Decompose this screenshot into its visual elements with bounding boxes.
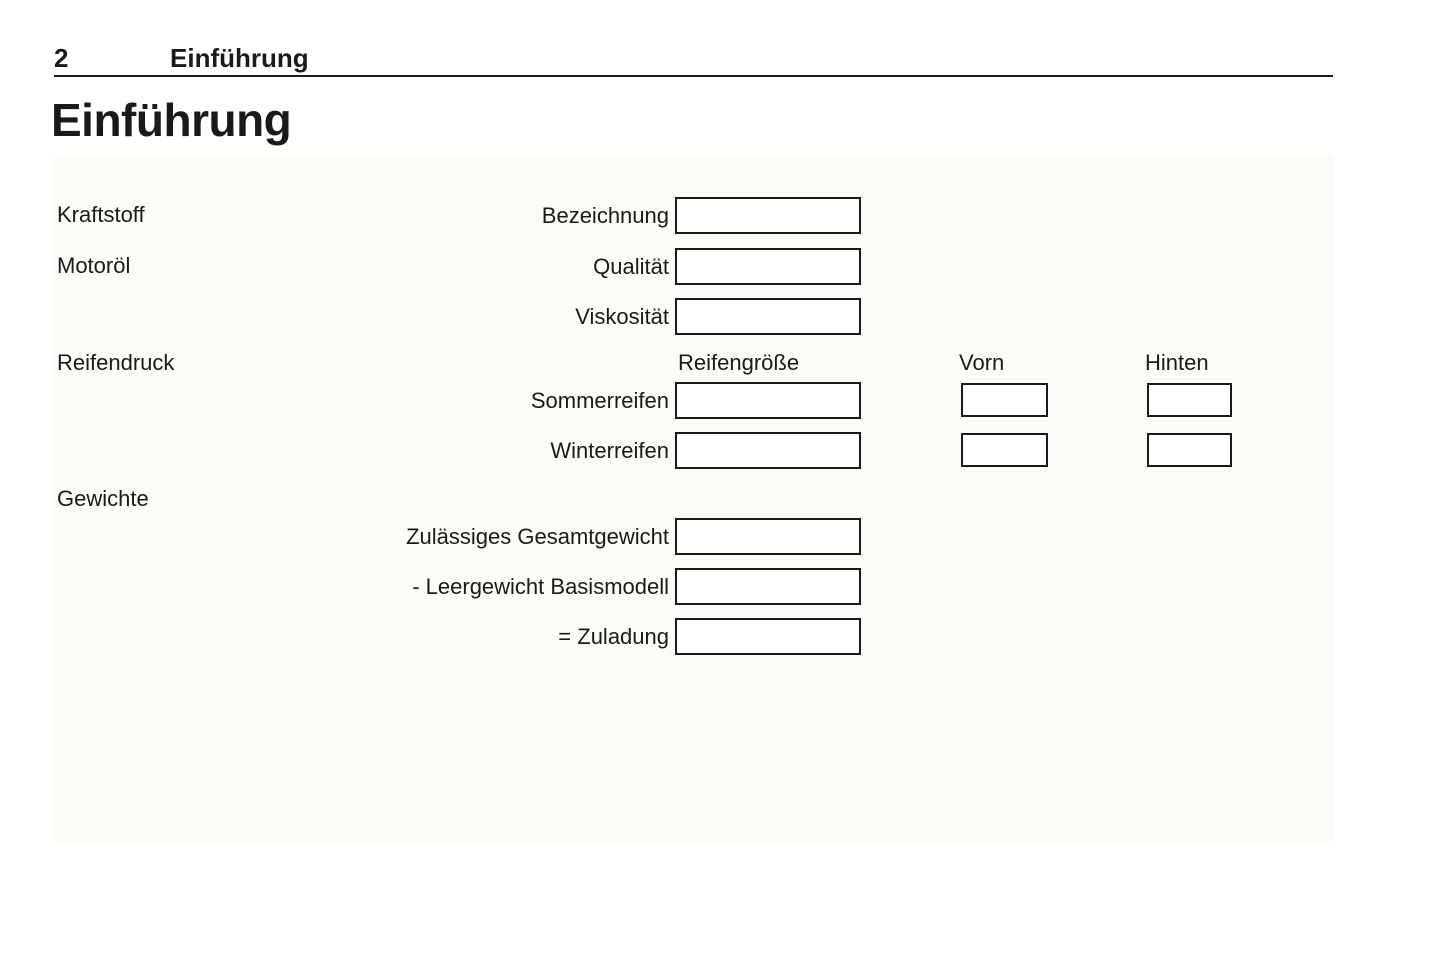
column-header-hinten: Hinten: [1145, 350, 1209, 375]
field-label-leergewicht: - Leergewicht Basismodell: [412, 574, 669, 599]
winterreifen-groesse-input[interactable]: [675, 432, 861, 469]
bezeichnung-input[interactable]: [675, 197, 861, 234]
column-header-reifengroesse: Reifengröße: [678, 350, 800, 375]
sommerreifen-hinten-input[interactable]: [1147, 383, 1232, 417]
winterreifen-vorn-input[interactable]: [961, 433, 1048, 467]
qualitaet-input[interactable]: [675, 248, 861, 285]
winterreifen-hinten-input[interactable]: [1147, 433, 1232, 467]
page-number: 2: [54, 43, 69, 73]
field-label-zuladung: = Zuladung: [558, 624, 669, 649]
zuladung-input[interactable]: [675, 618, 861, 655]
header-rule: [54, 75, 1333, 77]
field-label-winterreifen: Winterreifen: [550, 438, 669, 463]
section-label-gewichte: Gewichte: [57, 486, 149, 511]
field-label-bezeichnung: Bezeichnung: [541, 203, 669, 228]
gesamtgewicht-input[interactable]: [675, 518, 861, 555]
field-label-sommerreifen: Sommerreifen: [530, 388, 669, 413]
sommerreifen-groesse-input[interactable]: [675, 382, 861, 419]
chapter-header: Einführung: [170, 43, 309, 73]
sommerreifen-vorn-input[interactable]: [961, 383, 1048, 417]
field-label-qualitaet: Qualität: [593, 254, 669, 279]
viskositaet-input[interactable]: [675, 298, 861, 335]
column-header-vorn: Vorn: [959, 350, 1005, 375]
section-label-reifendruck: Reifendruck: [57, 350, 175, 375]
section-label-motoroel: Motoröl: [57, 253, 131, 278]
field-label-gesamtgewicht: Zulässiges Gesamtgewicht: [406, 524, 669, 549]
section-label-kraftstoff: Kraftstoff: [57, 202, 145, 227]
page-title: Einführung: [51, 94, 292, 146]
field-label-viskositaet: Viskosität: [575, 304, 669, 329]
leergewicht-input[interactable]: [675, 568, 861, 605]
